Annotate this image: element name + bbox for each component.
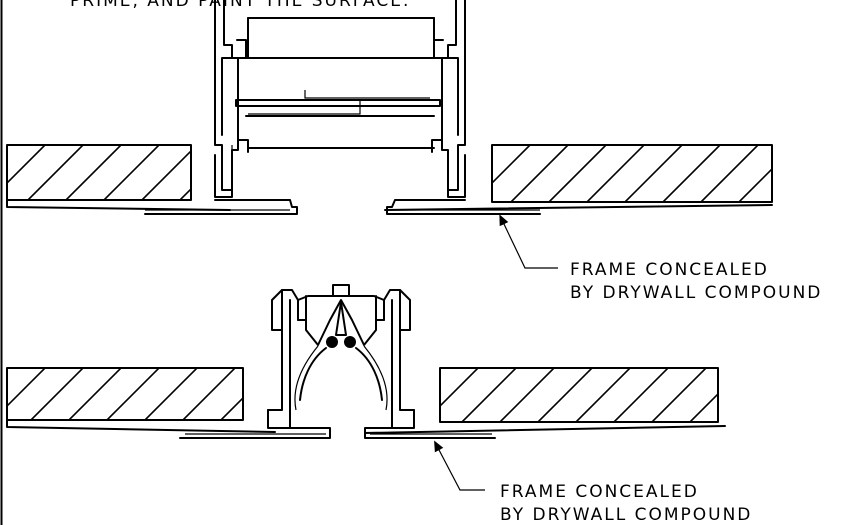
lower-detail: FRAME CONCEALED BY DRYWALL COMPOUND: [6, 284, 752, 525]
lower-right-frame: [364, 289, 496, 439]
upper-center-panel: [231, 17, 441, 190]
upper-detail: FRAME CONCEALED BY DRYWALL COMPOUND: [6, 0, 822, 303]
lower-center-mechanism: [294, 284, 388, 411]
upper-callout-line2: BY DRYWALL COMPOUND: [570, 283, 822, 303]
upper-leader: [499, 214, 558, 269]
lower-left-drywall: [6, 367, 276, 433]
upper-right-drywall: [384, 144, 773, 211]
upper-left-drywall: [6, 144, 231, 211]
lower-left-frame: [179, 289, 331, 439]
lower-callout-line2: BY DRYWALL COMPOUND: [500, 505, 752, 525]
lower-right-drywall: [364, 367, 726, 434]
top-note: PRIME, AND PAINT THE SURFACE.: [70, 0, 410, 11]
lower-callout-line1: FRAME CONCEALED: [500, 482, 699, 502]
lower-leader: [434, 440, 485, 491]
upper-callout-line1: FRAME CONCEALED: [570, 260, 769, 280]
